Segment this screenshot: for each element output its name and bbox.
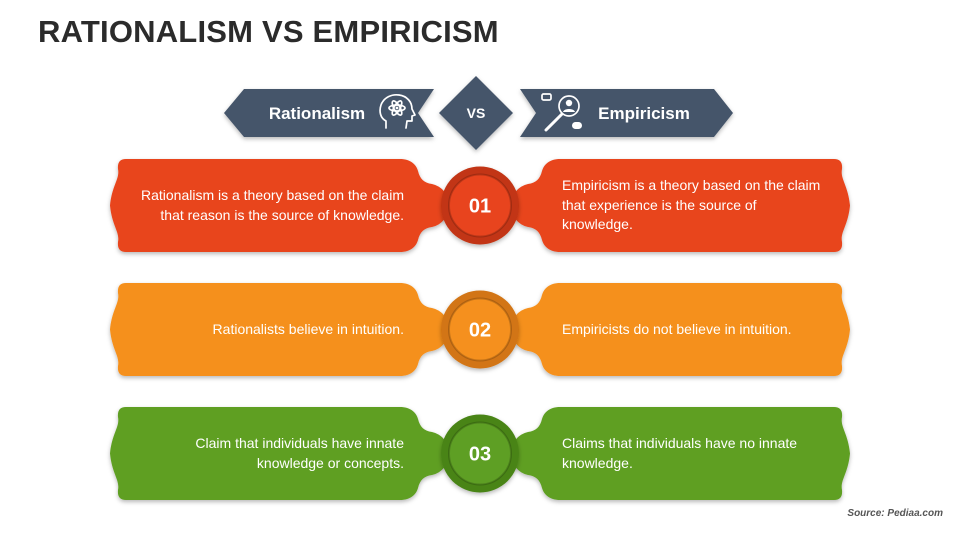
source-note: Source: Pediaa.com [847,508,943,519]
row-1-right-text-content: Empiricism is a theory based on the clai… [562,177,821,233]
row-1-right-text: Empiricism is a theory based on the clai… [562,159,824,252]
rationalism-banner [224,89,434,137]
row-2-right-text: Empiricists do not believe in intuition. [562,283,824,376]
row-1-badge [448,173,512,238]
row-2-badge [448,297,512,362]
magnifier-people-icon [541,93,582,132]
row-2-number: 02 [469,320,491,342]
row-3-number: 03 [469,444,491,466]
row-2-left-text: Rationalists believe in intuition. [140,283,404,376]
row-1-left-text: Rationalism is a theory based on the cla… [140,159,404,252]
row-2-left-text-content: Rationalists believe in intuition. [212,320,404,337]
row-3-right-text-content: Claims that individuals have no innate k… [562,435,798,471]
row-3-right-text: Claims that individuals have no innate k… [562,407,824,500]
row-2-right-text-content: Empiricists do not believe in intuition. [562,320,792,337]
row-3-right-panel [510,407,850,500]
row-2-right-panel [510,283,850,376]
row-3-left-text-content: Claim that individuals have innate knowl… [195,435,404,471]
vs-label: VS [467,105,486,121]
row-2-left-panel [110,283,450,376]
row-1-left-panel [110,159,450,252]
empiricism-label: Empiricism [598,104,690,123]
rationalism-label: Rationalism [269,104,365,123]
row-1-left-text-content: Rationalism is a theory based on the cla… [140,187,404,223]
row-3-left-text: Claim that individuals have innate knowl… [140,407,404,500]
page-title: RATIONALISM VS EMPIRICISM [38,14,499,49]
vs-diamond [439,76,513,150]
row-1-right-panel [510,159,850,252]
head-atom-icon [379,93,416,129]
row-3-badge [448,421,512,486]
row-3-left-panel [110,407,450,500]
row-1-number: 01 [469,196,491,218]
